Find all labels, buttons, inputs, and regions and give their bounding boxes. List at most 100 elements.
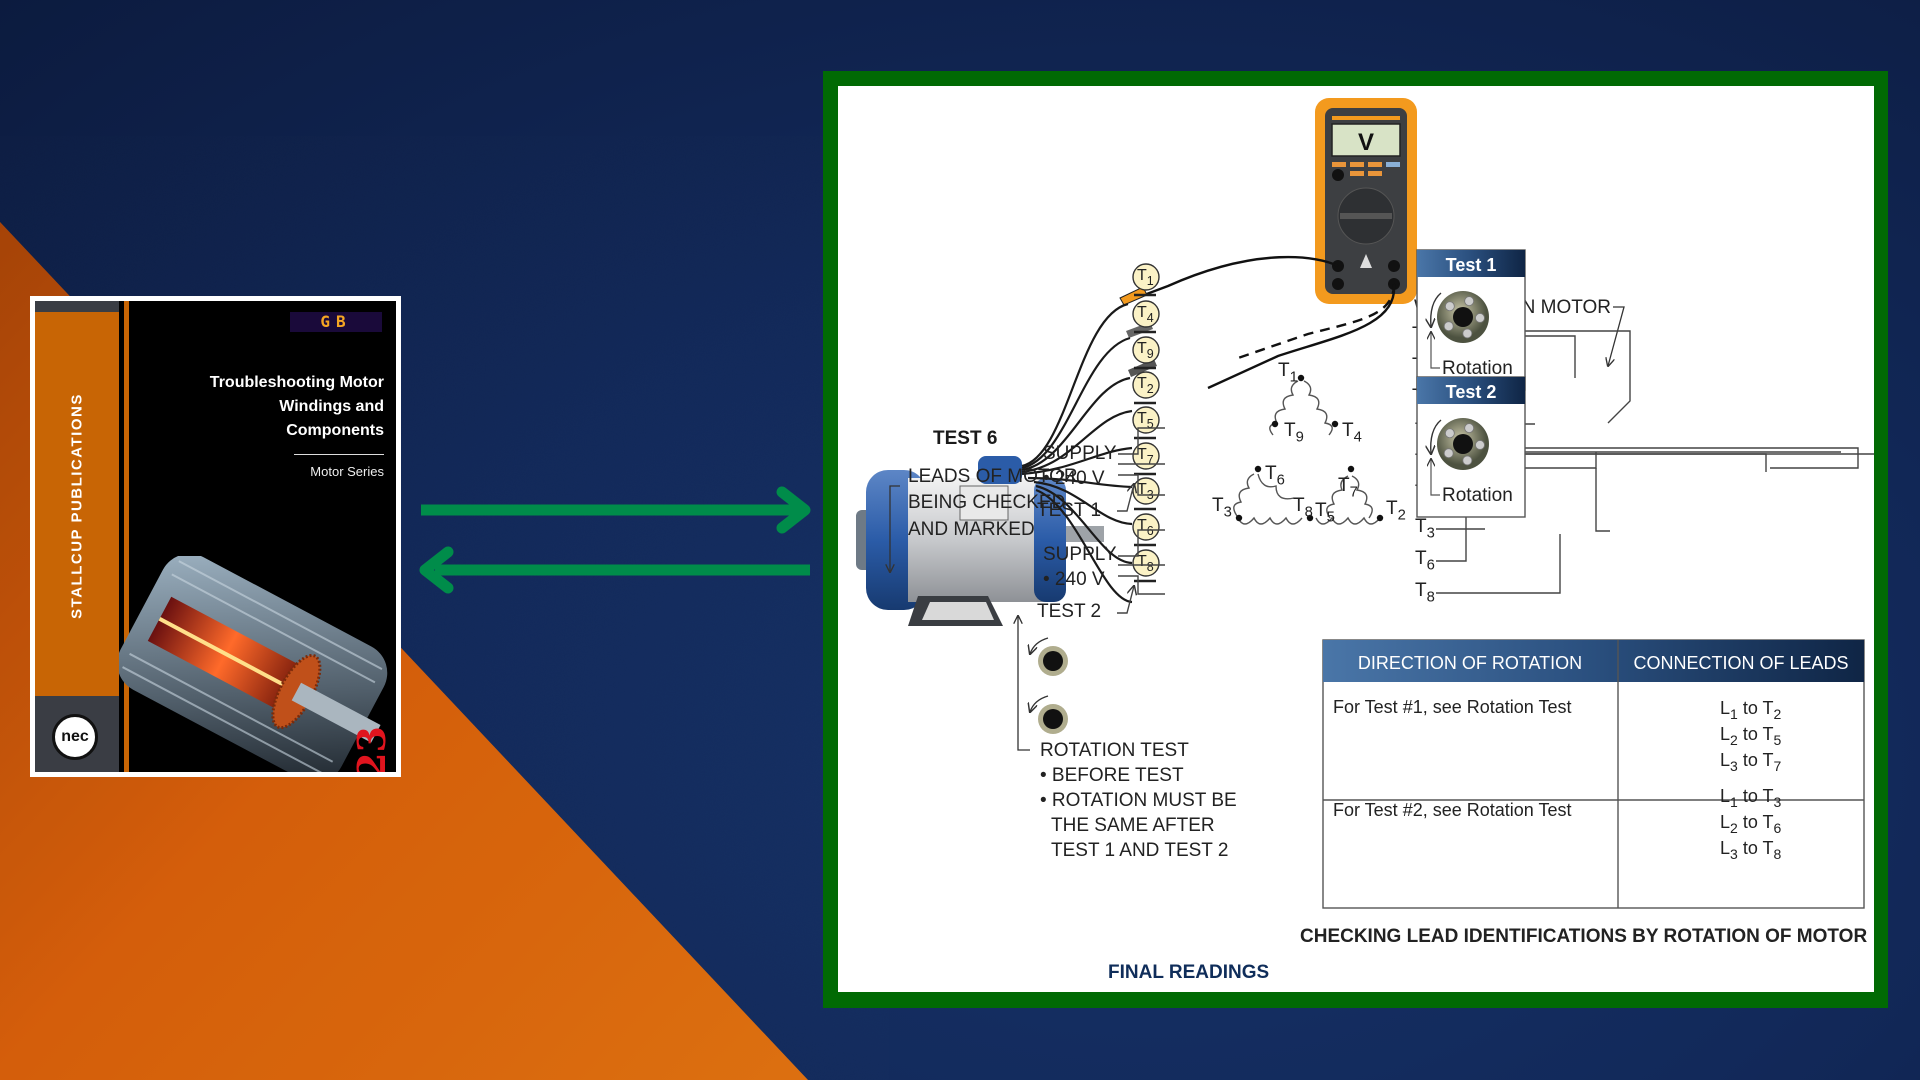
rotation-icon — [1030, 695, 1068, 734]
supply-voltage-2: • 240 V — [1043, 569, 1105, 590]
coil-terminal-label: T1 — [1278, 360, 1298, 386]
rotation-box-title: Test 1 — [1446, 255, 1497, 275]
lead-tag-label: T5 — [1137, 410, 1154, 431]
multimeter: V — [1315, 98, 1417, 304]
lead-tag: T3 — [1132, 477, 1160, 511]
connection-item: L3 to T7 — [1720, 750, 1782, 774]
motor-illustration — [856, 456, 1104, 626]
book-accent-strip — [124, 301, 129, 772]
motor-flange-icon — [1437, 418, 1489, 470]
nec-logo: nec — [52, 714, 98, 760]
arrow-right-icon — [421, 486, 811, 534]
supply-label-2: SUPPLY — [1043, 544, 1117, 565]
test-6-label: TEST 6 — [933, 428, 997, 449]
motor-cutaway-image — [119, 556, 388, 772]
test-1-label: TEST 1 — [1037, 500, 1101, 521]
probe-leads — [1127, 255, 1396, 390]
rotation-note-line: • BEFORE TEST — [1040, 765, 1184, 786]
book-year: 2023 — [349, 726, 394, 772]
book-series: Motor Series — [310, 464, 384, 479]
wiring-diagram: V — [838, 86, 1874, 992]
coil-terminal-label: T5 — [1315, 500, 1335, 526]
rotation-direction-arrow — [1431, 419, 1442, 454]
book-title: Troubleshooting Motor Windings and Compo… — [154, 371, 384, 443]
connection-item: L1 to T2 — [1720, 698, 1782, 722]
rotation-note-line: ROTATION TEST — [1040, 740, 1189, 761]
book-publisher: STALLCUP PUBLICATIONS — [68, 393, 86, 619]
lead-tag: T1 — [1132, 263, 1160, 297]
leads-note-line: LEADS OF MOTOR — [908, 466, 1078, 487]
leads-note-pointer — [890, 485, 900, 572]
rotation-note-line: • ROTATION MUST BE — [1040, 790, 1237, 811]
connection-item: L3 to T8 — [1720, 838, 1782, 862]
coil-terminal-label: T8 — [1293, 495, 1313, 521]
leads-note-line: AND MARKED — [908, 519, 1035, 540]
connection-item: L2 to T5 — [1720, 724, 1782, 748]
rotation-box-label: Rotation — [1442, 358, 1513, 379]
lead-tag-label: T2 — [1137, 375, 1154, 396]
diagram-subcaption: FINAL READINGS — [1108, 962, 1269, 983]
rotation-note-line: TEST 1 AND TEST 2 — [1051, 840, 1228, 861]
lead-tag-label: T8 — [1137, 553, 1154, 574]
rotation-table: DIRECTION OF ROTATION CONNECTION OF LEAD… — [1322, 639, 1865, 909]
winding-coils — [1233, 380, 1381, 525]
arrow-left-icon — [419, 546, 810, 594]
supply-voltage-1: • 240 V — [1043, 468, 1105, 489]
book-cover-art: STALLCUP PUBLICATIONS GB Troubleshooting… — [35, 301, 396, 772]
lead-tag-label: T9 — [1137, 340, 1154, 361]
coil-terminal-label: T9 — [1284, 420, 1304, 446]
rotation-box-label: Rotation — [1442, 485, 1513, 506]
lead-tag: T8 — [1132, 549, 1160, 583]
table-rotation-icons — [1030, 637, 1068, 734]
supply-wires — [1117, 427, 1165, 614]
book-title-line: Troubleshooting Motor — [209, 374, 384, 391]
rotation-box-test-1: Test 1 Rotation — [1416, 249, 1526, 391]
supply-label-1: SUPPLY — [1043, 443, 1117, 464]
lead-tag-label: T4 — [1137, 304, 1154, 325]
terminal-label: T6 — [1415, 548, 1435, 574]
terminal-label: T8 — [1415, 580, 1435, 606]
lead-tag-label: T1 — [1137, 267, 1154, 288]
diagram-caption: CHECKING LEAD IDENTIFICATIONS BY ROTATIO… — [1300, 926, 1867, 947]
rotation-note-line: THE SAME AFTER — [1051, 815, 1215, 836]
book-side-band — [35, 312, 119, 696]
table-row-direction: For Test #1, see Rotation Test — [1333, 697, 1571, 717]
lead-tag: T2 — [1132, 371, 1160, 405]
book-title-divider — [294, 454, 384, 455]
test-2-label: TEST 2 — [1037, 601, 1101, 622]
book-title-line: Components — [286, 422, 384, 439]
lead-tag: T6 — [1132, 513, 1160, 547]
terminal-label: T3 — [1415, 516, 1435, 542]
connection-item: L1 to T3 — [1720, 786, 1782, 810]
diagram-frame: V — [823, 71, 1888, 1008]
rotation-icon — [1030, 637, 1068, 676]
rotation-note-pointer — [1018, 616, 1030, 751]
supply-labels: SUPPLY • 240 V TEST 1 SUPPLY • 240 V TES… — [1037, 443, 1117, 622]
gb-logo: GB — [290, 312, 382, 332]
connection-item: L2 to T6 — [1720, 812, 1782, 836]
table-header-direction: DIRECTION OF ROTATION — [1358, 653, 1582, 673]
motor-flange-icon — [1437, 291, 1489, 343]
lead-tag: T5 — [1132, 406, 1160, 440]
lead-tag: T4 — [1132, 300, 1160, 334]
table-header-connection: CONNECTION OF LEADS — [1633, 653, 1848, 673]
coil-terminal-label: T4 — [1342, 420, 1362, 446]
meter-display: V — [1358, 129, 1374, 156]
coil-terminal-label: T2 — [1386, 498, 1406, 524]
leads-note-line: BEING CHECKED — [908, 492, 1065, 513]
windings-pointer — [1608, 306, 1625, 366]
book-title-line: Windings and — [279, 398, 384, 415]
bidirectional-arrows — [419, 486, 811, 594]
book-top-bar — [35, 301, 119, 312]
lead-tag: T9 — [1132, 336, 1160, 370]
book-cover[interactable]: STALLCUP PUBLICATIONS GB Troubleshooting… — [30, 296, 401, 777]
coil-terminal-label: T7 — [1338, 475, 1358, 501]
lead-tag-label: T6 — [1137, 517, 1154, 538]
table-row-direction: For Test #2, see Rotation Test — [1333, 800, 1571, 820]
rotation-note: ROTATION TEST • BEFORE TEST • ROTATION M… — [1040, 740, 1237, 861]
